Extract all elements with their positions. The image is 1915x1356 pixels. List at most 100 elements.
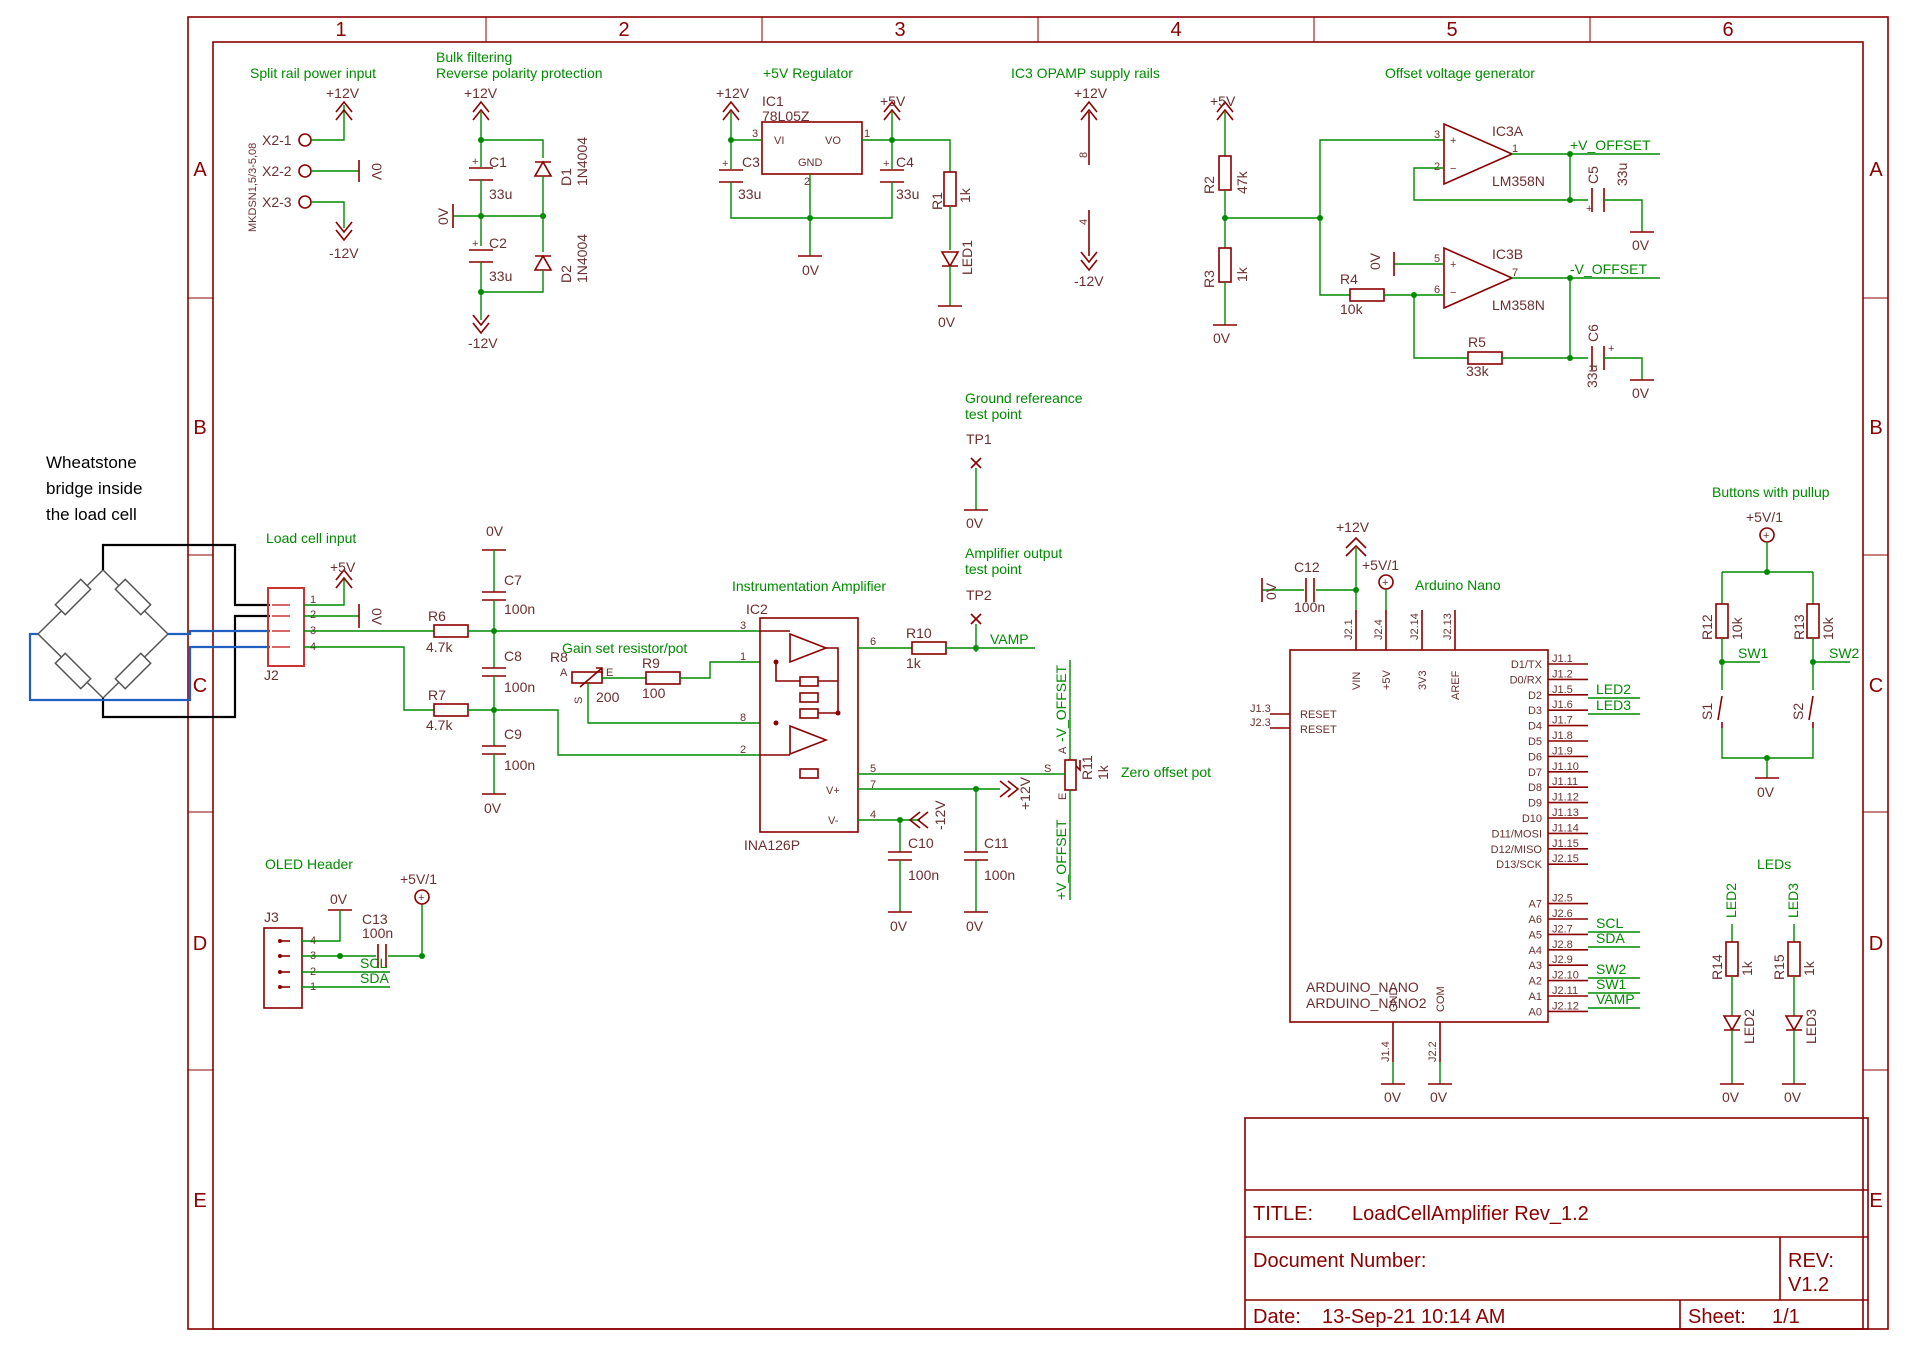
nano-pin-name: A1	[1529, 991, 1542, 1003]
ic3a-val: LM358N	[1492, 173, 1545, 189]
reg-plus12-label: +12V	[716, 85, 750, 101]
c5-gnd-label: 0V	[1632, 237, 1650, 253]
sheet-value: 1/1	[1772, 1306, 1800, 1328]
x2-pin1: X2-1	[262, 132, 292, 148]
label-bulk-filtering: Bulk filtering	[436, 49, 512, 65]
ic3b-pin6: 6	[1434, 284, 1440, 296]
r7-val: 4.7k	[426, 717, 453, 733]
r7-ref: R7	[428, 687, 446, 703]
tp1-ref: TP1	[966, 431, 992, 447]
j2-5v-label: +5V	[330, 559, 356, 575]
ic3b-val: LM358N	[1492, 297, 1545, 313]
nano-pin-name: D1/TX	[1511, 659, 1543, 671]
frame-row-a-left: A	[193, 159, 207, 181]
nano-pin-ref: J2.7	[1552, 923, 1573, 935]
nano-pin-name: D0/RX	[1510, 674, 1543, 686]
svg-text:+: +	[1382, 577, 1388, 589]
offset-generator: +5V R2 47k R3 1k 0V +− IC3A LM358N 3 2 1…	[1201, 93, 1660, 401]
label-ground-test-point: test point	[965, 406, 1022, 422]
bulk-plus12-label: +12V	[464, 85, 498, 101]
c2-val: 33u	[489, 268, 512, 284]
nano-5v: +5V	[1381, 669, 1393, 690]
nano-pin-name: A7	[1529, 899, 1542, 911]
ic3b-ref: IC3B	[1492, 246, 1523, 262]
c10-gnd-label: 0V	[890, 918, 908, 934]
frame-row-e-left: E	[193, 1190, 206, 1212]
ic3-pin8: 8	[1078, 152, 1090, 158]
c13-ref: C13	[362, 911, 388, 927]
net-led3-nano: LED3	[1596, 697, 1631, 713]
net-scl-oled: SCL	[360, 955, 387, 971]
c4-val: 33u	[896, 186, 919, 202]
label-oled-header: OLED Header	[265, 856, 353, 872]
nano-pin-ref: J1.11	[1552, 776, 1578, 788]
c8-val: 100n	[504, 679, 535, 695]
c6-gnd-label: 0V	[1632, 385, 1650, 401]
oled-header-j3: J3 4 3 2 1 0V C13 100n + +5V/1 SCL SDA	[263, 871, 437, 1009]
c12-val: 100n	[1294, 599, 1325, 615]
frame-col-4: 4	[1170, 19, 1181, 41]
label-zero-offset: Zero offset pot	[1121, 764, 1211, 780]
ic2-val: INA126P	[744, 837, 800, 853]
net-vamp: VAMP	[990, 631, 1029, 647]
drawing-title: LoadCellAmplifier Rev_1.2	[1352, 1203, 1589, 1225]
ic3-pin4: 4	[1078, 219, 1090, 225]
ic1-ref: IC1	[762, 93, 784, 109]
bulk-gnd-label: 0V	[435, 207, 451, 225]
power-input-x2: MKDSN1,5/3-5,08 X2-1 X2-2 X2-3 0V +12V -…	[247, 85, 385, 261]
tp2-ref: TP2	[966, 587, 992, 603]
nano-name-1: ARDUINO_NANO	[1306, 979, 1419, 995]
btn-gnd-label: 0V	[1757, 784, 1775, 800]
drawing-frame: 1 2 3 4 5 6 A B C D E A B C D E	[187, 16, 1889, 1330]
title-label: TITLE:	[1253, 1203, 1313, 1225]
d2-val: 1N4004	[574, 234, 590, 283]
nano-pin-name: D4	[1528, 721, 1542, 733]
c3-val: 33u	[738, 186, 761, 202]
bridge-diagram	[37, 569, 169, 699]
ic3b-pin7: 7	[1512, 267, 1518, 279]
net-v-offset-pos: +V_OFFSET	[1570, 137, 1651, 153]
r11-pin-s: S	[1044, 763, 1051, 775]
nano-pin-name: D10	[1522, 813, 1542, 825]
bulk-minus12-label: -12V	[468, 335, 498, 351]
c9-val: 100n	[504, 757, 535, 773]
title-block: TITLE: LoadCellAmplifier Rev_1.2 Documen…	[1244, 1117, 1869, 1330]
arduino-nano: ARDUINO_NANO ARDUINO_NANO2 VIN +5V 3V3 A…	[1250, 519, 1640, 1105]
nano-pin-ref: J2.15	[1552, 853, 1579, 865]
bulk-filtering: +12V + C1 33u D1 1N4004 0V + C2 33u D2 1…	[435, 85, 590, 351]
tp1-gnd-label: 0V	[966, 515, 984, 531]
ina-plus12-label: +12V	[1017, 776, 1033, 810]
nano-pin-ref: J1.7	[1552, 715, 1573, 727]
c7-gnd-label: 0V	[486, 523, 504, 539]
c13-val: 100n	[362, 925, 393, 941]
frame-col-1: 1	[335, 19, 346, 41]
net-scl-nano: SCL	[1596, 915, 1623, 931]
gain-set: R8 A E S 200 R9 100	[550, 649, 760, 724]
nano-j2-4: J2.4	[1373, 619, 1385, 640]
nano-plus12-label: +12V	[1336, 519, 1370, 535]
net-sw1-nano: SW1	[1596, 976, 1627, 992]
nano-j2-2: J2.2	[1427, 1041, 1439, 1062]
d1-val: 1N4004	[574, 137, 590, 186]
section-labels: Split rail power input Bulk filtering Re…	[250, 49, 1830, 872]
c1-ref: C1	[489, 154, 507, 170]
svg-text:−: −	[1450, 163, 1456, 175]
r1-ref: R1	[929, 192, 945, 210]
r8-pin-s: S	[573, 697, 585, 704]
frame-row-c-left: C	[193, 675, 207, 697]
ic2-vplus: V+	[826, 785, 840, 797]
wheatstone-text-3: the load cell	[46, 505, 137, 524]
nano-vin: VIN	[1351, 672, 1363, 690]
r11-pin-e: E	[1057, 793, 1069, 800]
r9-val: 100	[642, 685, 666, 701]
r5-val: 33k	[1466, 363, 1490, 379]
r3-gnd-label: 0V	[1213, 330, 1231, 346]
c9-ref: C9	[504, 726, 522, 742]
x2-gnd-label: 0V	[369, 163, 385, 181]
c6-ref: C6	[1585, 324, 1601, 342]
svg-text:+: +	[1608, 343, 1614, 355]
svg-text:+: +	[472, 238, 478, 250]
ic2-pin7: 7	[870, 779, 876, 791]
nano-pin-name: D7	[1528, 767, 1542, 779]
r1-val: 1k	[957, 187, 973, 203]
